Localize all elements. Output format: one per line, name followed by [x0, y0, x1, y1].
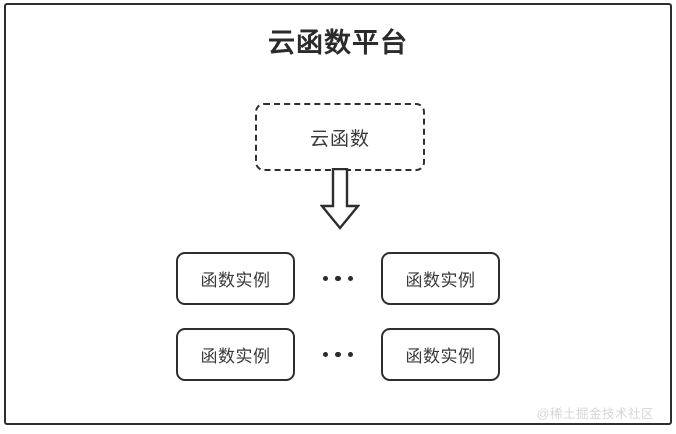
function-instance-label: 函数实例 — [200, 347, 271, 366]
cloud-function-node: 云函数 — [255, 103, 425, 171]
function-instance-box[interactable]: 函数实例 — [381, 328, 500, 381]
function-instance-box[interactable]: 函数实例 — [176, 252, 295, 305]
ellipsis-icon — [322, 351, 354, 358]
function-instance-row-2: 函数实例 函数实例 — [176, 328, 500, 381]
ellipsis-dot — [335, 275, 341, 282]
function-instance-row-1: 函数实例 函数实例 — [176, 252, 500, 305]
ellipsis-icon — [322, 275, 354, 282]
cloud-function-node-label: 云函数 — [309, 128, 370, 150]
function-instance-label: 函数实例 — [405, 271, 476, 290]
ellipsis-dot — [322, 275, 329, 282]
down-block-arrow-icon — [319, 167, 361, 230]
ellipsis-dot — [347, 351, 354, 358]
ellipsis-dot — [335, 351, 341, 358]
function-instance-label: 函数实例 — [405, 347, 476, 366]
watermark: @稀土掘金技术社区 — [536, 407, 654, 421]
function-instance-label: 函数实例 — [200, 271, 271, 290]
ellipsis-dot — [347, 275, 354, 282]
function-instance-box[interactable]: 函数实例 — [381, 252, 500, 305]
page-title: 云函数平台 — [268, 28, 408, 58]
ellipsis-dot — [322, 351, 329, 358]
function-instance-box[interactable]: 函数实例 — [176, 328, 295, 381]
